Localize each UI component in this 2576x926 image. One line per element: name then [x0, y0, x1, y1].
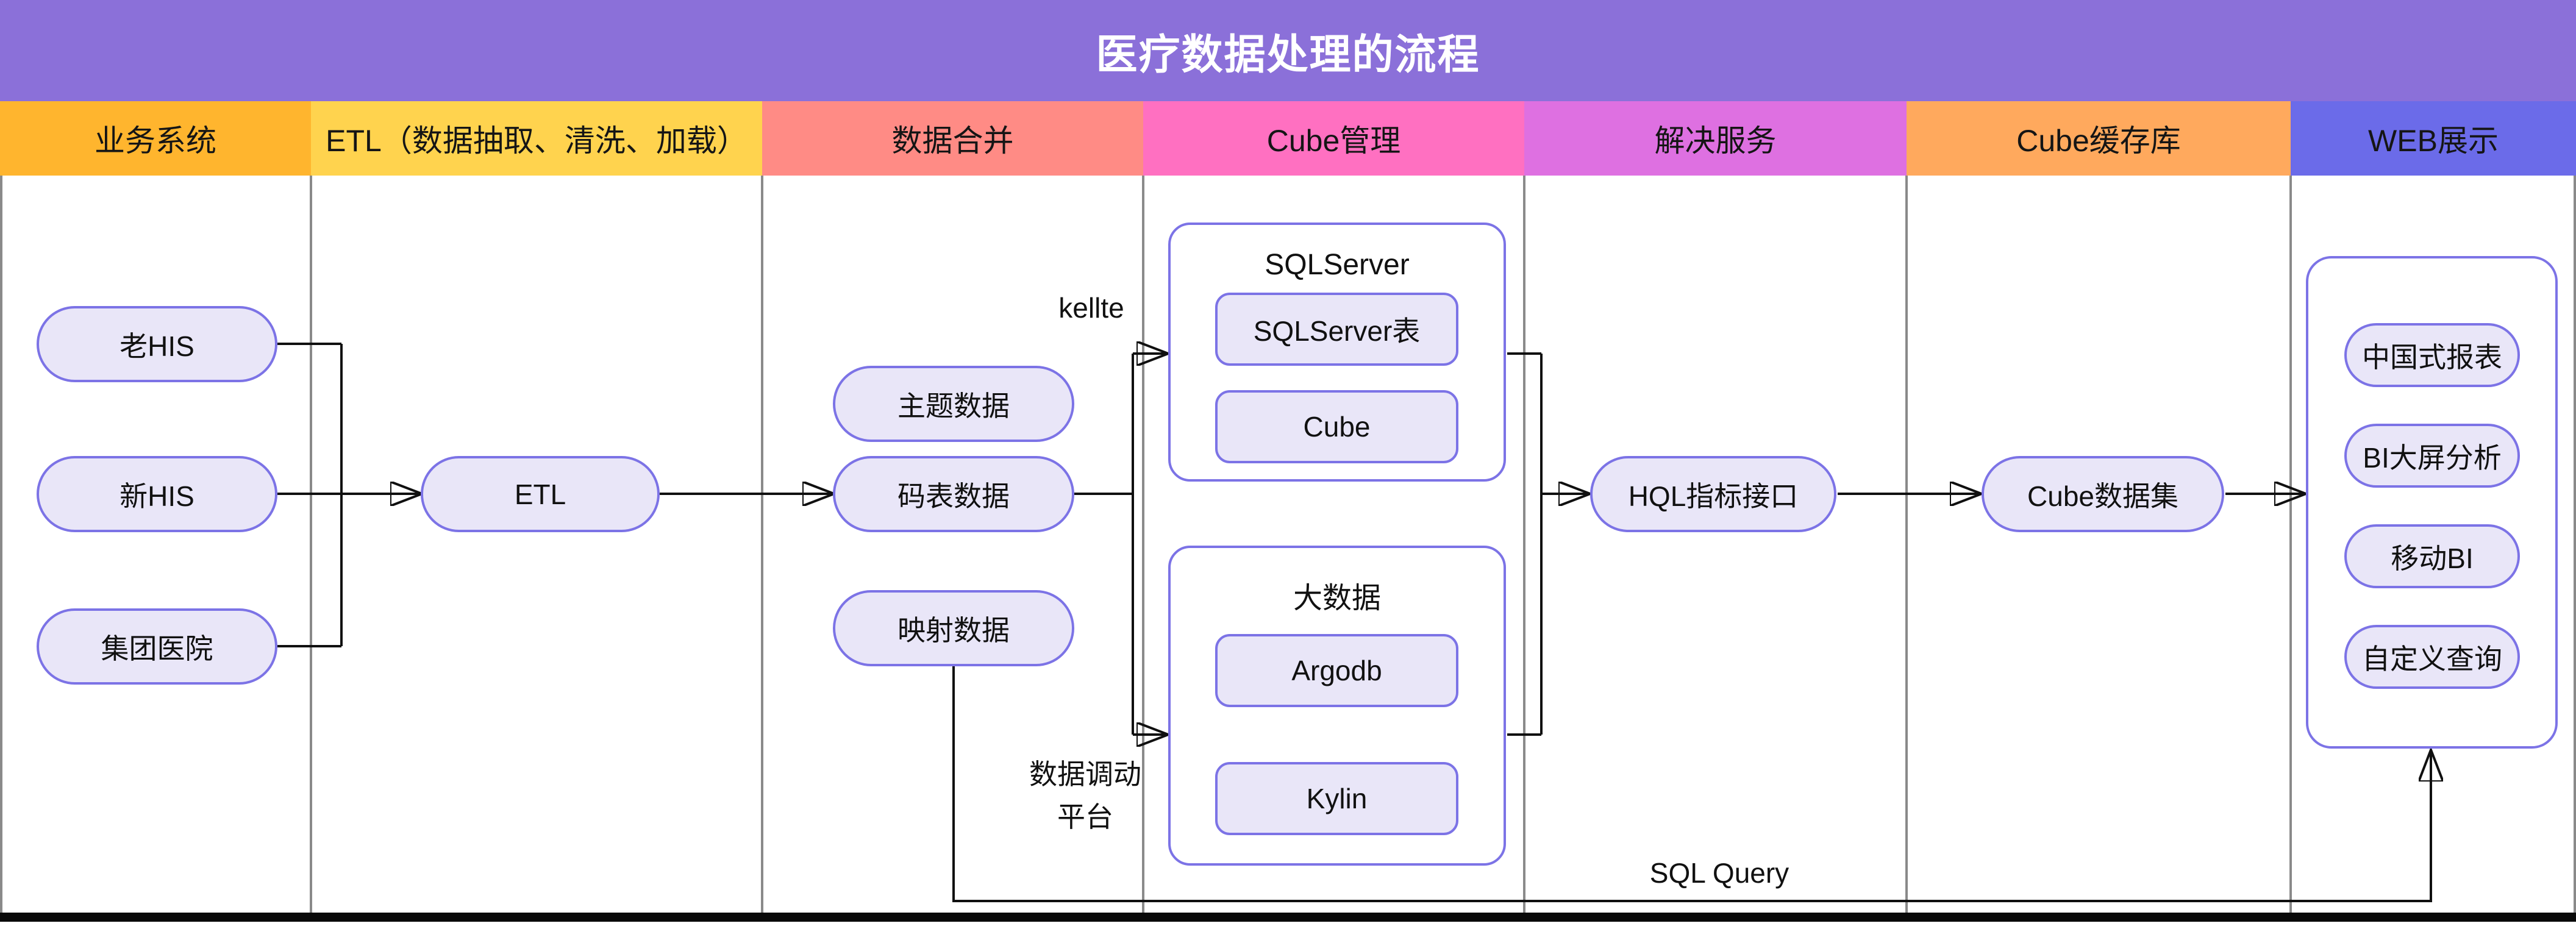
- edge-label-data-dispatch-line1: 数据调动: [1029, 758, 1141, 790]
- node-hql-api: HQL指标接口: [1590, 456, 1836, 532]
- node-group-hospital-label: 集团医院: [101, 632, 213, 664]
- lane-header-cube-cache: Cube缓存库: [1907, 101, 2291, 176]
- node-group-hospital: 集团医院: [37, 608, 277, 685]
- node-custom-query-label: 自定义查询: [2362, 643, 2502, 675]
- node-custom-query: 自定义查询: [2344, 625, 2520, 689]
- edge-label-data-dispatch-line2: 平台: [1057, 801, 1113, 833]
- node-new-his: 新HIS: [37, 456, 277, 532]
- edge-sql-query: [952, 666, 2431, 902]
- lane-divider: [0, 176, 2, 913]
- node-cube-dataset: Cube数据集: [1982, 456, 2224, 532]
- edge-label-sql-query: SQL Query: [1649, 857, 1789, 889]
- edge-label-kettle: kellte: [1058, 292, 1124, 324]
- lane-header-business-system: 业务系统: [0, 101, 311, 176]
- node-mapping-data-label: 映射数据: [897, 614, 1010, 646]
- node-new-his-label: 新HIS: [120, 480, 194, 512]
- node-subject-data-label: 主题数据: [897, 390, 1010, 422]
- node-old-his-label: 老HIS: [120, 330, 194, 362]
- node-argodb: Argodb: [1215, 634, 1458, 707]
- lane-divider: [1142, 176, 1144, 913]
- lane-header-web-display: WEB展示: [2291, 101, 2576, 176]
- node-etl: ETL: [421, 456, 660, 532]
- diagram-bottom-border: [0, 913, 2576, 922]
- node-kylin: Kylin: [1215, 762, 1458, 835]
- lane-header-etl: ETL（数据抽取、清洗、加载）: [311, 101, 762, 176]
- node-cn-report-label: 中国式报表: [2362, 341, 2502, 373]
- node-code-table-data: 码表数据: [833, 456, 1074, 532]
- lane-divider: [1905, 176, 1908, 913]
- node-mapping-data: 映射数据: [833, 590, 1074, 666]
- node-bi-screen: BI大屏分析: [2344, 424, 2520, 488]
- group-sqlserver-title: SQLServer: [1265, 249, 1410, 281]
- node-mobile-bi-label: 移动BI: [2391, 542, 2474, 574]
- node-mobile-bi: 移动BI: [2344, 524, 2520, 588]
- node-argodb-label: Argodb: [1291, 655, 1382, 686]
- lane-divider: [761, 176, 763, 913]
- node-cube-dataset-label: Cube数据集: [2027, 480, 2178, 512]
- node-sqlserver-table: SQLServer表: [1215, 293, 1458, 366]
- lane-header-solution-service: 解决服务: [1524, 101, 1907, 176]
- lane-divider: [310, 176, 312, 913]
- node-code-table-data-label: 码表数据: [897, 480, 1010, 512]
- node-kylin-label: Kylin: [1306, 783, 1368, 814]
- edge-codetable-branch-bracket: [1074, 354, 1134, 735]
- group-bigdata-title: 大数据: [1293, 582, 1381, 614]
- lane-divider: [1523, 176, 1525, 913]
- lane-divider: [2289, 176, 2292, 913]
- edge-cube-merge-bracket: [1507, 352, 1543, 736]
- edge-label-data-dispatch: 数据调动 平台: [1006, 753, 1165, 838]
- lane-header-data-merge: 数据合并: [762, 101, 1143, 176]
- node-sqlserver-table-label: SQLServer表: [1253, 315, 1421, 347]
- node-bi-screen-label: BI大屏分析: [2363, 441, 2502, 474]
- node-subject-data: 主题数据: [833, 366, 1074, 442]
- lane-header-cube-management: Cube管理: [1143, 101, 1524, 176]
- node-hql-api-label: HQL指标接口: [1628, 480, 1799, 512]
- page-title: 医疗数据处理的流程: [0, 0, 2576, 101]
- lane-divider: [2574, 176, 2576, 913]
- node-etl-label: ETL: [514, 478, 566, 510]
- node-old-his: 老HIS: [37, 306, 277, 382]
- node-cn-report: 中国式报表: [2344, 323, 2520, 387]
- node-cube: Cube: [1215, 390, 1458, 463]
- node-cube-label: Cube: [1303, 411, 1371, 443]
